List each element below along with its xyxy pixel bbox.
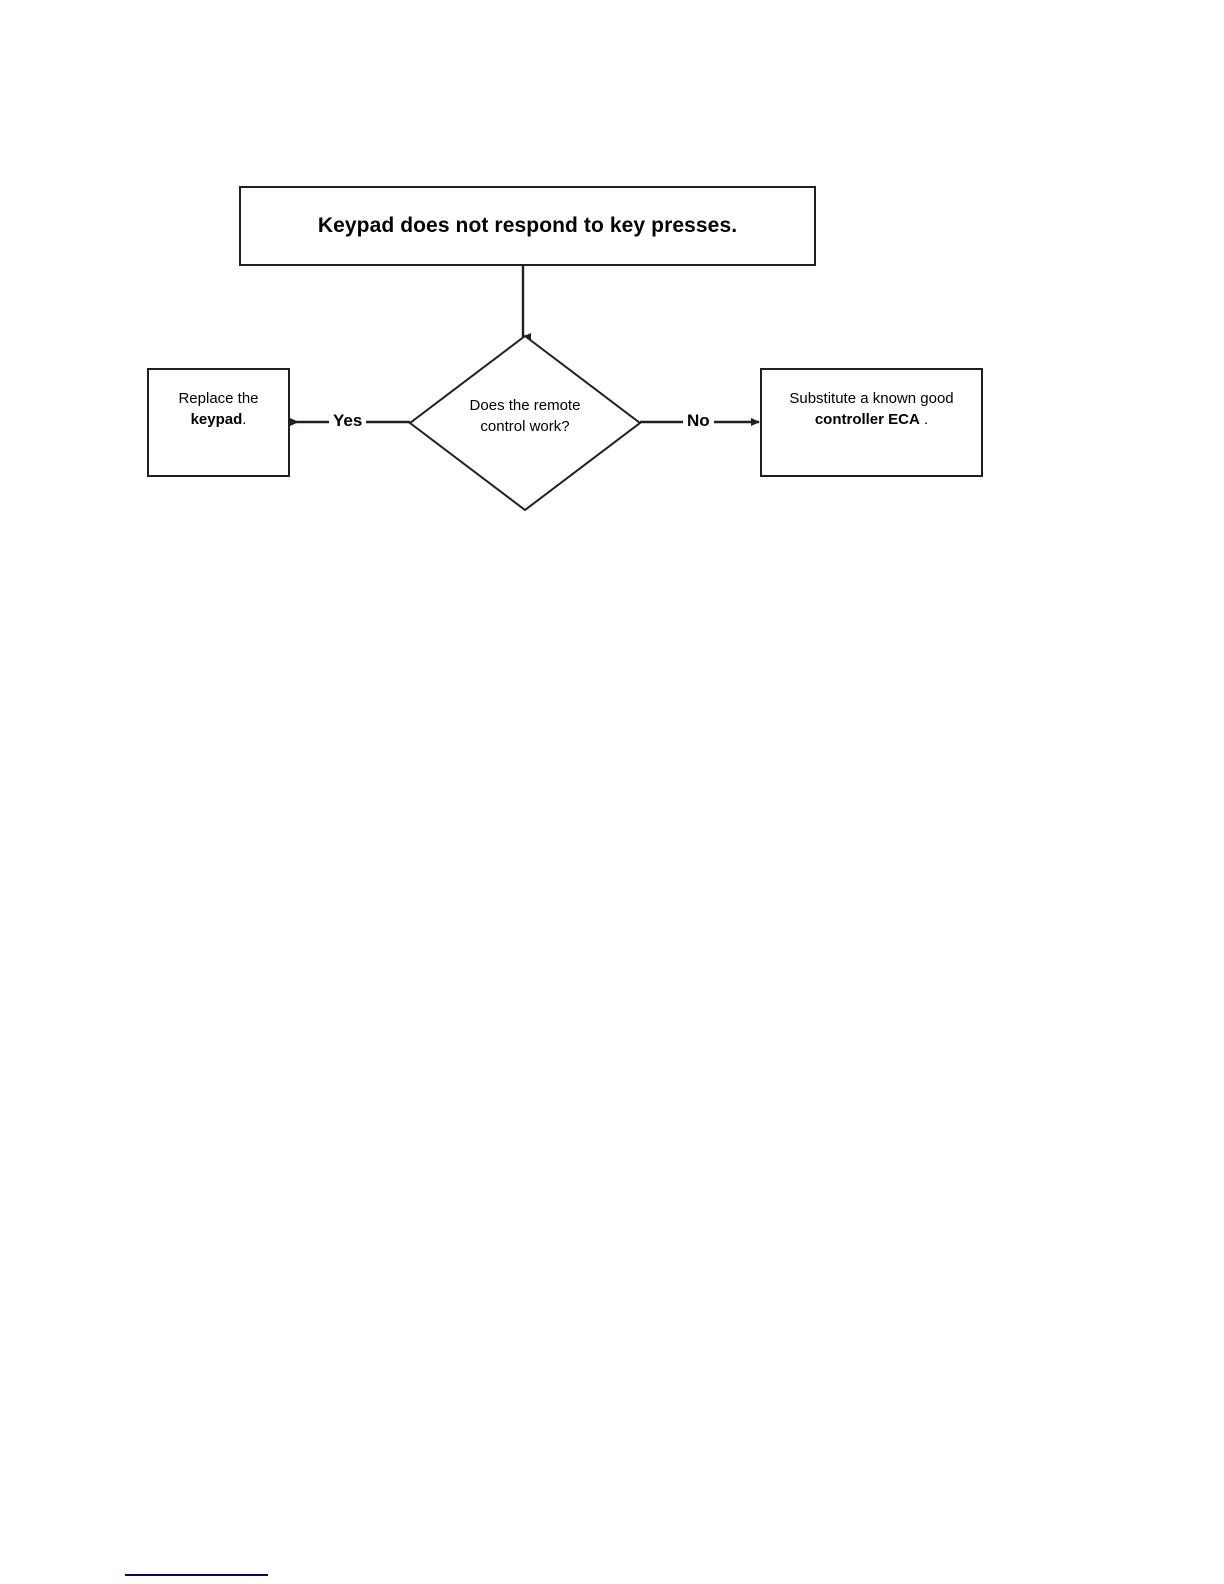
- replace-keypad-emphasis: keypad: [190, 411, 243, 428]
- substitute-controller-line1: Substitute a known good: [789, 390, 954, 407]
- decision-diamond: [408, 334, 642, 512]
- replace-keypad-box: Replace the keypad.: [147, 368, 290, 477]
- substitute-controller-emphasis: controller ECA: [814, 411, 920, 428]
- substitute-controller-line2: controller ECA .: [762, 409, 981, 430]
- footer-rule: [125, 1574, 268, 1576]
- branch-label-yes: Yes: [329, 412, 367, 430]
- problem-statement-box: Keypad does not respond to key presses.: [239, 186, 816, 266]
- substitute-controller-text: Substitute a known good controller ECA .: [762, 388, 981, 430]
- branch-label-no: No: [683, 412, 714, 430]
- substitute-controller-box: Substitute a known good controller ECA .: [760, 368, 983, 477]
- replace-keypad-line1: Replace the: [178, 390, 259, 407]
- substitute-controller-period: .: [919, 411, 929, 428]
- problem-statement-text: Keypad does not respond to key presses.: [317, 214, 738, 238]
- replace-keypad-period: .: [242, 411, 247, 428]
- replace-keypad-line2: keypad.: [149, 409, 288, 430]
- replace-keypad-text: Replace the keypad.: [149, 388, 288, 430]
